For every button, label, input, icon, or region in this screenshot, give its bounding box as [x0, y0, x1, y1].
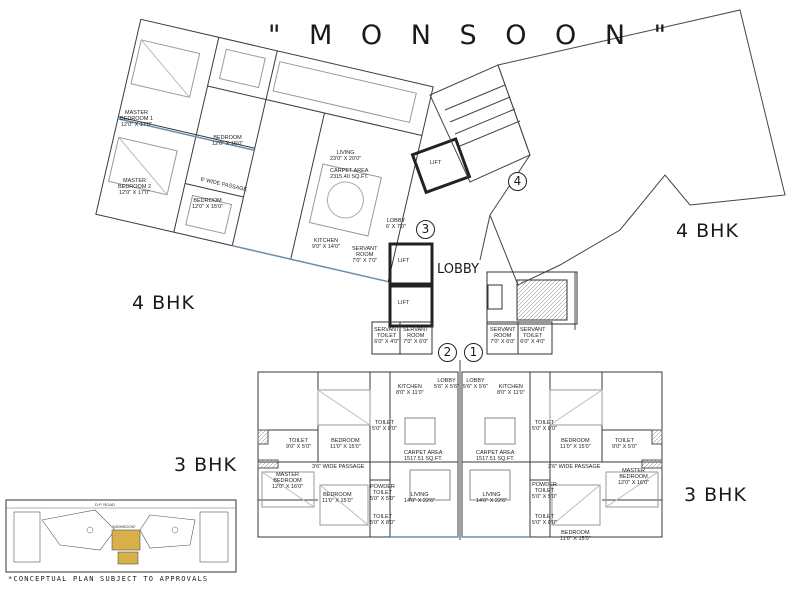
stair-core	[486, 271, 578, 325]
r-powder: POWDER TOILET 5'0" X 5'0"	[532, 482, 557, 500]
l-master: MASTER BEDROOM 12'0" X 16'0"	[272, 472, 304, 490]
label-4bhk-right: 4 BHK	[676, 220, 739, 242]
l-toilet-b: TOILET 9'0" X 5'0"	[286, 438, 311, 450]
room-master-bedroom-2: MASTER BEDROOM 2 12'0" X 17'0"	[118, 178, 152, 196]
marker-1: 1	[464, 343, 483, 362]
room-kitchen-4: KITCHEN 9'0" X 14'0"	[312, 238, 341, 250]
l-passage: 3'6" WIDE PASSAGE	[312, 464, 365, 470]
unit-4bhk-right-outline	[429, 9, 786, 330]
room-bedroom-4a: BEDROOM 12'0" X 15'0"	[212, 135, 244, 147]
marker-2: 2	[438, 343, 457, 362]
l-living: LIVING 14'0" X 22'6"	[404, 492, 436, 504]
lift-label-3: LIFT	[430, 160, 442, 166]
l-kitchen: KITCHEN 8'0" X 11'0"	[396, 384, 424, 396]
l-bedroom-top: BEDROOM 11'0" X 15'0"	[330, 438, 361, 450]
room-master-bedroom-1: MASTER BEDROOM 1 12'0" X 17'0"	[120, 110, 154, 128]
footnote: *CONCEPTUAL PLAN SUBJECT TO APPROVALS	[8, 575, 209, 583]
r-lobby: LOBBY 5'6" X 5'6"	[463, 378, 488, 390]
r-master: MASTER BEDROOM 12'0" X 16'0"	[618, 468, 650, 486]
r-bedroom-bot: BEDROOM 11'0" X 15'0"	[560, 530, 591, 542]
lobby-4bhk: LOBBY 6' X 7'0"	[386, 218, 406, 230]
key-plan	[5, 499, 237, 573]
l-bedroom-bot: BEDROOM 11'0" X 15'0"	[322, 492, 353, 504]
room-servant-4: SERVANT ROOM 7'0" X 7'0"	[352, 246, 378, 264]
l-carpet: CARPET AREA 1517.51 SQ.FT.	[404, 450, 443, 462]
l-lobby: LOBBY 5'6" X 5'6"	[434, 378, 459, 390]
room-living-4: LIVING 23'0" X 20'0"	[330, 150, 362, 162]
r-toilet-b: TOILET 9'0" X 5'0"	[612, 438, 637, 450]
marker-3: 3	[416, 220, 435, 239]
r-bedroom-top: BEDROOM 11'0" X 15'0"	[560, 438, 591, 450]
r-servant-toilet: SERVANT TOILET 6'0" X 4'0"	[520, 327, 546, 345]
lift-core-main	[388, 242, 434, 328]
r-living: LIVING 14'0" X 22'6"	[476, 492, 508, 504]
unit-3bhk-right	[461, 371, 663, 538]
lift-label-2: LIFT	[398, 300, 410, 306]
r-passage: 3'6" WIDE PASSAGE	[548, 464, 601, 470]
l-powder: POWDER TOILET 5'0" X 5'0"	[370, 484, 395, 502]
label-3bhk-right: 3 BHK	[684, 484, 747, 506]
label-lobby: LOBBY	[437, 262, 480, 277]
project-title: " M O N S O O N "	[268, 20, 677, 51]
r-kitchen: KITCHEN 8'0" X 11'0"	[497, 384, 525, 396]
room-bedroom-4b: BEDROOM 12'0" X 15'0"	[192, 198, 224, 210]
l-servant-toilet: SERVANT TOILET 6'0" X 4'0"	[374, 327, 400, 345]
lift-label-1: LIFT	[398, 258, 410, 264]
r-servant-room: SERVANT ROOM 7'0" X 6'0"	[490, 327, 516, 345]
r-toilet-c: TOILET 5'0" X 8'0"	[532, 514, 557, 526]
room-carpet-4: CARPET AREA 2315.40 SQ.FT.	[330, 168, 369, 180]
lift-core-upper	[410, 137, 472, 195]
r-toilet-a: TOILET 5'0" X 8'0"	[532, 420, 557, 432]
r-carpet: CARPET AREA 1517.51 SQ.FT.	[476, 450, 515, 462]
key-plan-road: D.P. ROAD	[95, 502, 115, 507]
l-toilet-a: TOILET 5'0" X 8'0"	[372, 420, 397, 432]
key-plan-monsoon: "MONSOON"	[112, 524, 136, 529]
servant-blocks	[371, 321, 553, 355]
marker-4: 4	[508, 172, 527, 191]
l-toilet-c: TOILET 5'0" X 8'0"	[370, 514, 395, 526]
label-4bhk-left: 4 BHK	[132, 292, 195, 314]
unit-3bhk-left	[257, 371, 459, 538]
label-3bhk-left: 3 BHK	[174, 454, 237, 476]
unit-4bhk-left	[95, 18, 434, 283]
l-servant-room: SERVANT ROOM 7'0" X 6'0"	[403, 327, 429, 345]
